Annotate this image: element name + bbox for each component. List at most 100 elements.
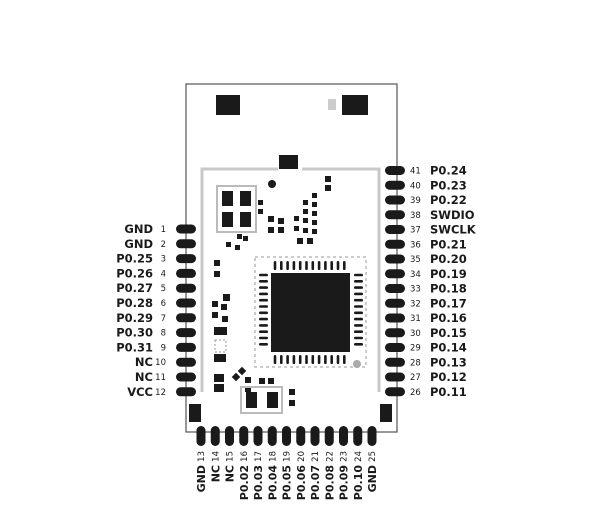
pin-label: P0.29 [116, 311, 153, 325]
mcu-pad [324, 261, 327, 270]
pin-7: 7P0.29 [116, 311, 196, 325]
pin-label: P0.05 [281, 465, 294, 500]
pin-number: 4 [161, 269, 166, 279]
pin-label: P0.23 [430, 178, 467, 192]
pin-number: 27 [410, 373, 421, 383]
pin-number: 2 [161, 240, 166, 250]
pin-pad [176, 224, 196, 234]
pin-number: 31 [410, 314, 421, 324]
mcu-pad [354, 280, 363, 283]
mcu-pad [273, 355, 277, 364]
pin-41: 41 P0.24 [385, 164, 467, 178]
pin-label: NC [224, 465, 237, 482]
antenna-pad-left [216, 95, 240, 115]
pin-number: 11 [155, 373, 166, 383]
bottom-component-pad [246, 392, 257, 408]
mcu-pad [354, 292, 363, 296]
mcu-pad [336, 261, 340, 270]
mcu-pad [298, 261, 302, 270]
pin-number: 9 [161, 343, 166, 353]
pin-pad [367, 426, 377, 446]
pin-pad [176, 387, 196, 397]
mcu-pad [354, 330, 363, 333]
pin-number: 14 [211, 451, 221, 462]
pin-pad [176, 239, 196, 249]
pin-pad [176, 313, 196, 323]
mcu-pad [330, 261, 333, 270]
pin-label: P0.12 [430, 370, 467, 384]
pin-label: P0.24 [430, 164, 467, 178]
mcu-pad [354, 343, 363, 346]
mcu-pad [286, 261, 289, 270]
pin-number: 41 [410, 167, 421, 177]
pin-pad [385, 387, 405, 397]
mcu-pad [259, 330, 268, 333]
pin-pad [385, 239, 405, 249]
pin-pad [385, 343, 405, 352]
pin-label: P0.26 [116, 266, 153, 280]
pin-number: 1 [161, 225, 166, 235]
mcu-pad [259, 311, 268, 315]
pin-9: 9 P0.31 [116, 340, 196, 354]
bottom-component-pad [267, 392, 278, 408]
pin-label: GND [366, 465, 379, 492]
bottom-component-outline [240, 386, 283, 414]
pin-number: 34 [410, 270, 421, 280]
pin-number: 3 [161, 255, 166, 265]
pin-8: 8P0.30 [116, 326, 196, 340]
pin-number: 24 [354, 451, 364, 462]
pin-number: 5 [161, 284, 166, 294]
pin-number: 6 [161, 299, 166, 309]
mcu-pad [280, 261, 283, 270]
pin-pad [176, 268, 196, 278]
pin-pad [385, 254, 405, 264]
pin-label: P0.02 [238, 465, 251, 500]
mcu-pad [273, 261, 277, 270]
pin-number: 30 [410, 329, 421, 339]
pin-pad [176, 357, 196, 367]
pin-number: 22 [325, 451, 335, 462]
mcu-pad [259, 336, 268, 340]
pin-number: 37 [410, 226, 421, 236]
pin-pad [339, 426, 348, 446]
mcu-pad [354, 298, 363, 302]
mcu-pad [354, 336, 363, 340]
pin-pad [385, 328, 405, 338]
mcu-pad [259, 317, 268, 321]
mcu-pad [259, 280, 268, 283]
pin-label: P0.10 [352, 465, 365, 501]
mcu-pad [286, 355, 289, 364]
pin-label: P0.31 [116, 340, 153, 354]
pin-label: P0.21 [430, 237, 467, 251]
pin-label: P0.18 [430, 282, 467, 296]
crystal-pad [240, 191, 251, 206]
pin-label: NC [209, 465, 222, 482]
pin-label: P0.08 [323, 465, 336, 500]
pin-number: 8 [161, 329, 166, 339]
pin-pad [225, 426, 234, 446]
pin-number: 39 [410, 196, 421, 206]
pin-label: P0.03 [252, 465, 265, 500]
mcu-pad [259, 286, 268, 289]
pin-label: NC [135, 370, 153, 384]
pin-label: P0.14 [430, 341, 467, 355]
shield-tab [279, 155, 298, 169]
pin-label: GND [195, 465, 208, 492]
pin-number: 40 [410, 181, 421, 191]
pin-6: 6P0.28 [116, 296, 196, 310]
pin-5: 5P0.27 [116, 281, 196, 295]
antenna-pad-right [342, 95, 368, 115]
mcu-pad [259, 292, 268, 296]
mcu-pad [354, 324, 363, 327]
